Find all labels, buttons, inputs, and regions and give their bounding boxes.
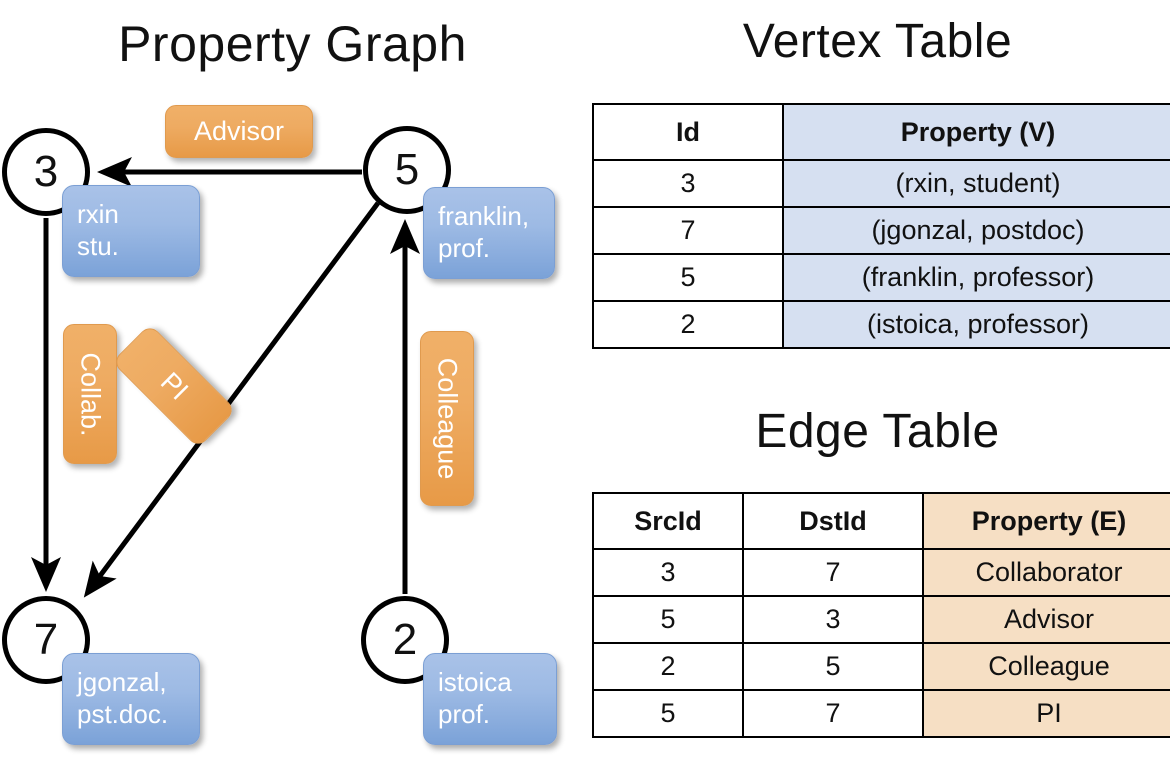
vertex-property-box-5: franklin, prof. — [423, 187, 555, 279]
table-row: 3 (rxin, student) — [592, 159, 1170, 208]
page-title-vertex-table: Vertex Table — [742, 15, 1013, 68]
vertex-property-role-3: stu. — [77, 231, 119, 261]
edge-table-header-srcid: SrcId — [592, 492, 744, 550]
edge-label-colleague: Colleague — [420, 331, 474, 506]
property-graph-diagram: Advisor Collab. PI Colleague rxin stu. f… — [2, 105, 557, 745]
graph-edge-lines — [31, 157, 420, 598]
edge-cell-dst: 7 — [742, 689, 924, 738]
vertex-cell-id: 5 — [592, 253, 784, 302]
edge-cell-property: Collaborator — [922, 548, 1170, 597]
vertex-property-role-2: prof. — [438, 699, 491, 729]
edge-table: SrcId DstId Property (E) 3 7 Collaborato… — [592, 492, 1170, 738]
vertex-property-name-3: rxin — [77, 199, 119, 229]
edge-table-header-dstid: DstId — [742, 492, 924, 550]
edge-line-pi — [83, 201, 381, 598]
vertex-cell-id: 2 — [592, 300, 784, 349]
vertex-property-name-2: istoica — [438, 667, 512, 697]
edge-cell-dst: 5 — [742, 642, 924, 691]
page-title-property-graph: Property Graph — [118, 16, 467, 72]
vertex-table-header-id: Id — [592, 103, 784, 161]
edge-cell-dst: 7 — [742, 548, 924, 597]
table-row: 2 (istoica, professor) — [592, 300, 1170, 349]
table-row: 5 7 PI — [592, 689, 1170, 738]
table-row: 7 (jgonzal, postdoc) — [592, 206, 1170, 255]
vertex-cell-property: (jgonzal, postdoc) — [782, 206, 1170, 255]
edge-label-advisor: Advisor — [165, 105, 313, 158]
vertex-cell-id: 3 — [592, 159, 784, 208]
edge-cell-src: 3 — [592, 548, 744, 597]
edge-label-collab-text: Collab. — [75, 351, 106, 437]
edge-table-header-property: Property (E) — [922, 492, 1170, 550]
vertex-table-header-property: Property (V) — [782, 103, 1170, 161]
vertex-property-box-2: istoica prof. — [423, 653, 557, 745]
vertex-table-header-row: Id Property (V) — [592, 103, 1170, 161]
vertex-table: Id Property (V) 3 (rxin, student) 7 (jgo… — [592, 103, 1170, 349]
edge-label-advisor-text: Advisor — [193, 116, 285, 146]
edge-label-pi-text: PI — [154, 366, 194, 406]
vertex-property-box-7: jgonzal, pst.doc. — [62, 653, 200, 745]
vertex-property-box-3: rxin stu. — [62, 185, 200, 277]
table-row: 5 3 Advisor — [592, 595, 1170, 644]
page-title-edge-table: Edge Table — [755, 405, 1000, 458]
edge-cell-src: 5 — [592, 595, 744, 644]
vertex-cell-property: (istoica, professor) — [782, 300, 1170, 349]
edge-cell-src: 2 — [592, 642, 744, 691]
edge-cell-dst: 3 — [742, 595, 924, 644]
vertex-property-role-5: prof. — [438, 233, 491, 263]
vertex-property-name-5: franklin, — [438, 201, 530, 231]
edge-label-colleague-text: Colleague — [432, 357, 463, 480]
edge-table-header-row: SrcId DstId Property (E) — [592, 492, 1170, 550]
vertex-property-name-7: jgonzal, — [77, 667, 167, 697]
edge-label-collab: Collab. — [63, 324, 117, 464]
graph-node-5: 5 — [363, 126, 451, 214]
graph-node-2: 2 — [361, 596, 449, 684]
edge-cell-property: Advisor — [922, 595, 1170, 644]
edge-cell-property: PI — [922, 689, 1170, 738]
edge-cell-src: 5 — [592, 689, 744, 738]
table-row: 2 5 Colleague — [592, 642, 1170, 691]
edge-cell-property: Colleague — [922, 642, 1170, 691]
table-row: 3 7 Collaborator — [592, 548, 1170, 597]
vertex-cell-property: (franklin, professor) — [782, 253, 1170, 302]
vertex-cell-property: (rxin, student) — [782, 159, 1170, 208]
vertex-cell-id: 7 — [592, 206, 784, 255]
vertex-property-role-7: pst.doc. — [77, 699, 169, 729]
table-row: 5 (franklin, professor) — [592, 253, 1170, 302]
